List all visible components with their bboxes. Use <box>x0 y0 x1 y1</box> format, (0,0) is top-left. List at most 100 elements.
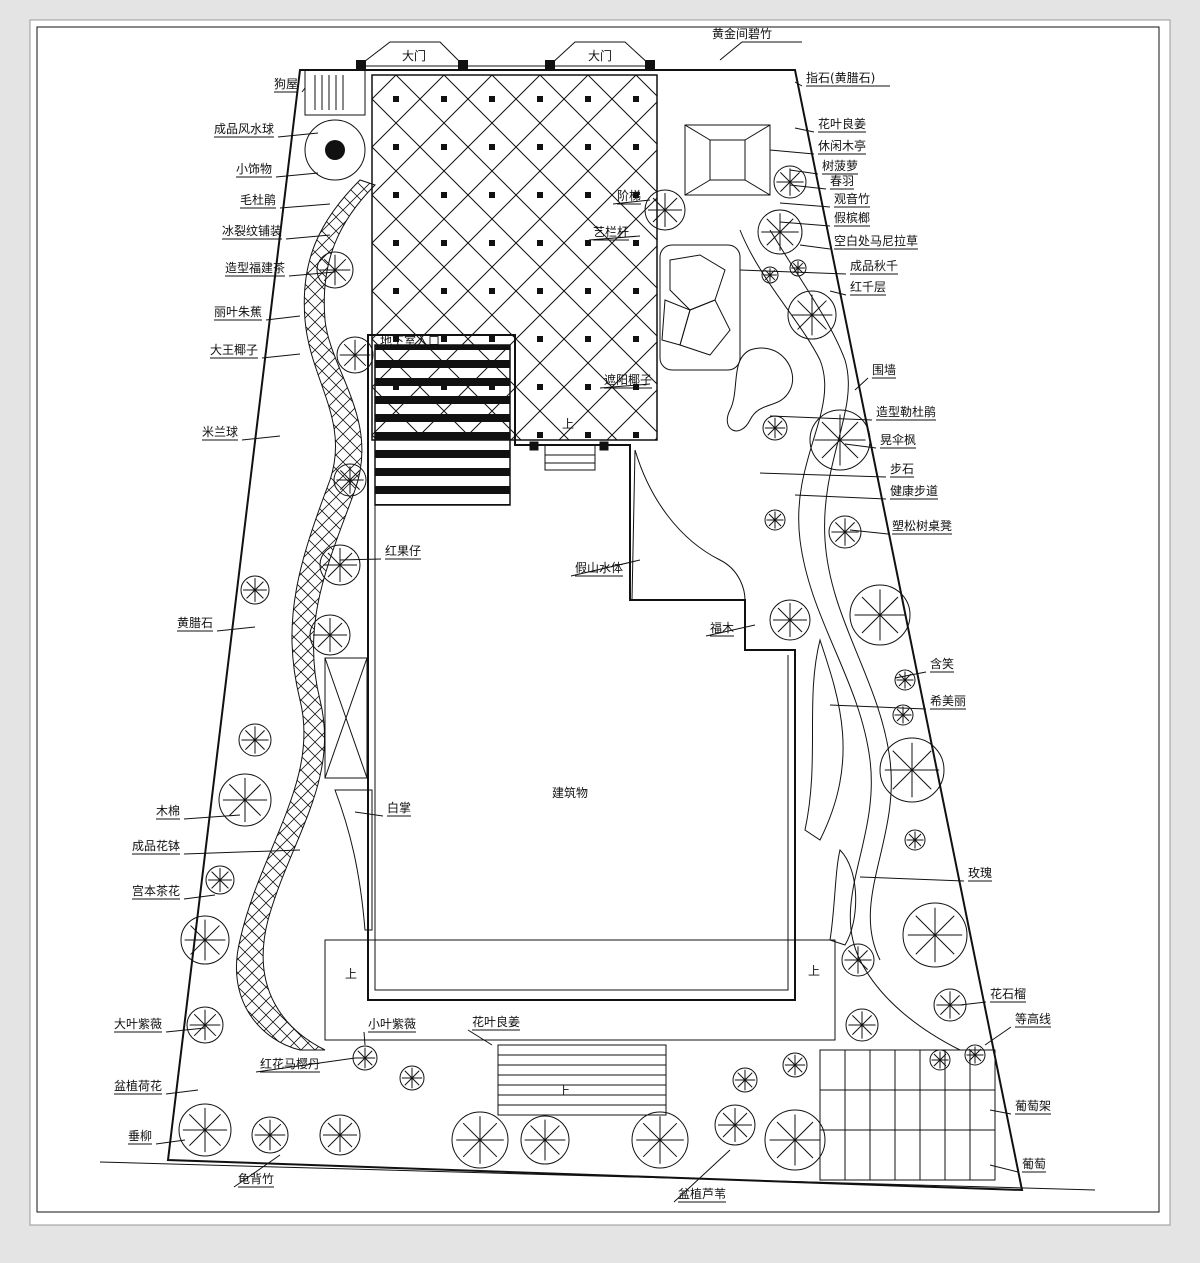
plant-labels: 大门大门黄金间碧竹指石(黄腊石)狗屋成品风水球小饰物毛杜鹃冰裂纹铺装造型福建茶丽… <box>114 26 1051 1203</box>
leader-line <box>216 626 256 632</box>
label-kapok: 木棉 <box>156 804 180 818</box>
leader-line <box>719 41 743 61</box>
leader-line <box>794 494 887 500</box>
leader-line <box>759 472 887 478</box>
front-steps <box>497 1044 667 1116</box>
tree-symbol <box>631 1111 689 1169</box>
label-potted-lotus: 盆植荷花 <box>114 1078 162 1093</box>
leader-line <box>255 1057 356 1073</box>
fengshui-ball <box>304 119 366 181</box>
leader-line <box>612 199 651 205</box>
leader-line <box>588 235 641 241</box>
label-steps-left: 阶梯 <box>617 189 641 203</box>
label-flowerpot: 成品花钵 <box>132 838 180 853</box>
tree-symbol <box>929 1049 951 1071</box>
label-railing: 艺栏杆 <box>593 224 629 239</box>
label-contour: 等高线 <box>1015 1011 1051 1026</box>
tree-symbol <box>841 943 875 977</box>
tree-symbol <box>240 575 270 605</box>
leader-line <box>155 1139 186 1145</box>
tree-symbol <box>764 509 786 531</box>
tree-symbol <box>879 737 945 803</box>
tree-symbol <box>933 988 967 1022</box>
label-health-path: 健康步道 <box>890 483 938 498</box>
label-doghouse: 狗屋 <box>274 77 298 91</box>
label-small-crape: 小叶紫薇 <box>368 1017 416 1031</box>
tree-symbol <box>904 829 926 851</box>
tree-symbol <box>764 1109 826 1171</box>
tree-symbol <box>787 290 837 340</box>
label-azalea: 毛杜鹃 <box>240 192 276 207</box>
label-potted-reed: 盆植芦苇 <box>678 1186 726 1201</box>
tree-symbol <box>451 1111 509 1169</box>
leader-line <box>183 814 241 820</box>
tree-symbol <box>849 584 911 646</box>
label-fujian-tea: 造型福建茶 <box>225 260 285 275</box>
tree-symbol <box>205 865 235 895</box>
label-ornament: 小饰物 <box>236 162 272 176</box>
leader-line <box>769 149 815 155</box>
label-hamelia: 希美丽 <box>930 693 966 708</box>
label-weeping-willow: 垂柳 <box>128 1129 152 1143</box>
label-pavilion: 休闲木亭 <box>818 138 866 153</box>
rock-paving <box>659 244 741 371</box>
leader-line <box>854 377 869 391</box>
leader-line <box>844 443 877 449</box>
label-red-layer: 红千层 <box>850 279 886 294</box>
label-fengshui-ball: 成品风水球 <box>214 122 274 136</box>
label-pomegranate: 花石榴 <box>990 986 1026 1001</box>
leader-line <box>241 435 281 441</box>
tree-symbol <box>845 1008 879 1042</box>
tree-symbol <box>251 1116 289 1154</box>
label-up-2: 上 <box>345 967 357 981</box>
label-gate-left: 大门 <box>402 48 426 63</box>
leader-line <box>779 202 831 208</box>
building-label: 建筑物 <box>552 785 588 800</box>
leader-line <box>301 87 306 93</box>
tree-symbol <box>773 165 807 199</box>
label-cordyline: 丽叶朱蕉 <box>214 305 262 319</box>
tree-symbol <box>782 1052 808 1078</box>
leader-line <box>984 1026 1012 1046</box>
label-horse-grass: 空白处马尼拉草 <box>834 233 918 248</box>
tree-symbol <box>761 266 779 284</box>
leader-line <box>705 624 756 637</box>
rose-bed <box>829 849 857 946</box>
leader-line <box>829 704 927 710</box>
leader-line <box>183 894 216 900</box>
tree-symbol <box>964 1044 986 1066</box>
tree-symbol <box>186 1006 224 1044</box>
fish-pond <box>726 347 794 432</box>
label-alpinia-right: 花叶良姜 <box>818 116 866 131</box>
tree-symbol <box>399 1065 425 1091</box>
plant-symbols <box>178 165 986 1171</box>
leader-line <box>285 234 331 240</box>
flower-bed-left <box>324 657 368 779</box>
pavilion <box>684 124 771 196</box>
leader-line <box>829 290 847 296</box>
label-palm-road: 遮阳椰子 <box>604 372 652 387</box>
label-big-crape: 大叶紫薇 <box>114 1017 162 1031</box>
tree-symbol <box>309 614 351 656</box>
leader-line <box>275 172 319 178</box>
label-red-fruit: 红果仔 <box>385 543 421 558</box>
label-camellia: 宫本茶花 <box>132 883 180 898</box>
leader-line <box>989 1164 1019 1173</box>
tree-symbol <box>789 259 807 277</box>
tree-symbol <box>316 251 354 289</box>
label-pandan: 树菠萝 <box>822 158 858 173</box>
leader-line <box>769 415 873 421</box>
tree-symbol <box>902 902 968 968</box>
label-spring-feather: 春羽 <box>830 174 854 188</box>
label-grape-frame: 葡萄架 <box>1015 1099 1051 1113</box>
label-swing: 成品秋千 <box>850 259 898 273</box>
label-umbrella-maple: 晃伞枫 <box>880 432 916 447</box>
tree-symbol <box>218 773 272 827</box>
leader-line <box>339 558 382 561</box>
tree-symbol <box>333 463 367 497</box>
leader-line <box>959 1001 987 1006</box>
label-step-stone: 步石 <box>890 462 914 476</box>
label-bamboo-top: 黄金间碧竹 <box>712 26 772 41</box>
leader-line <box>739 269 847 275</box>
